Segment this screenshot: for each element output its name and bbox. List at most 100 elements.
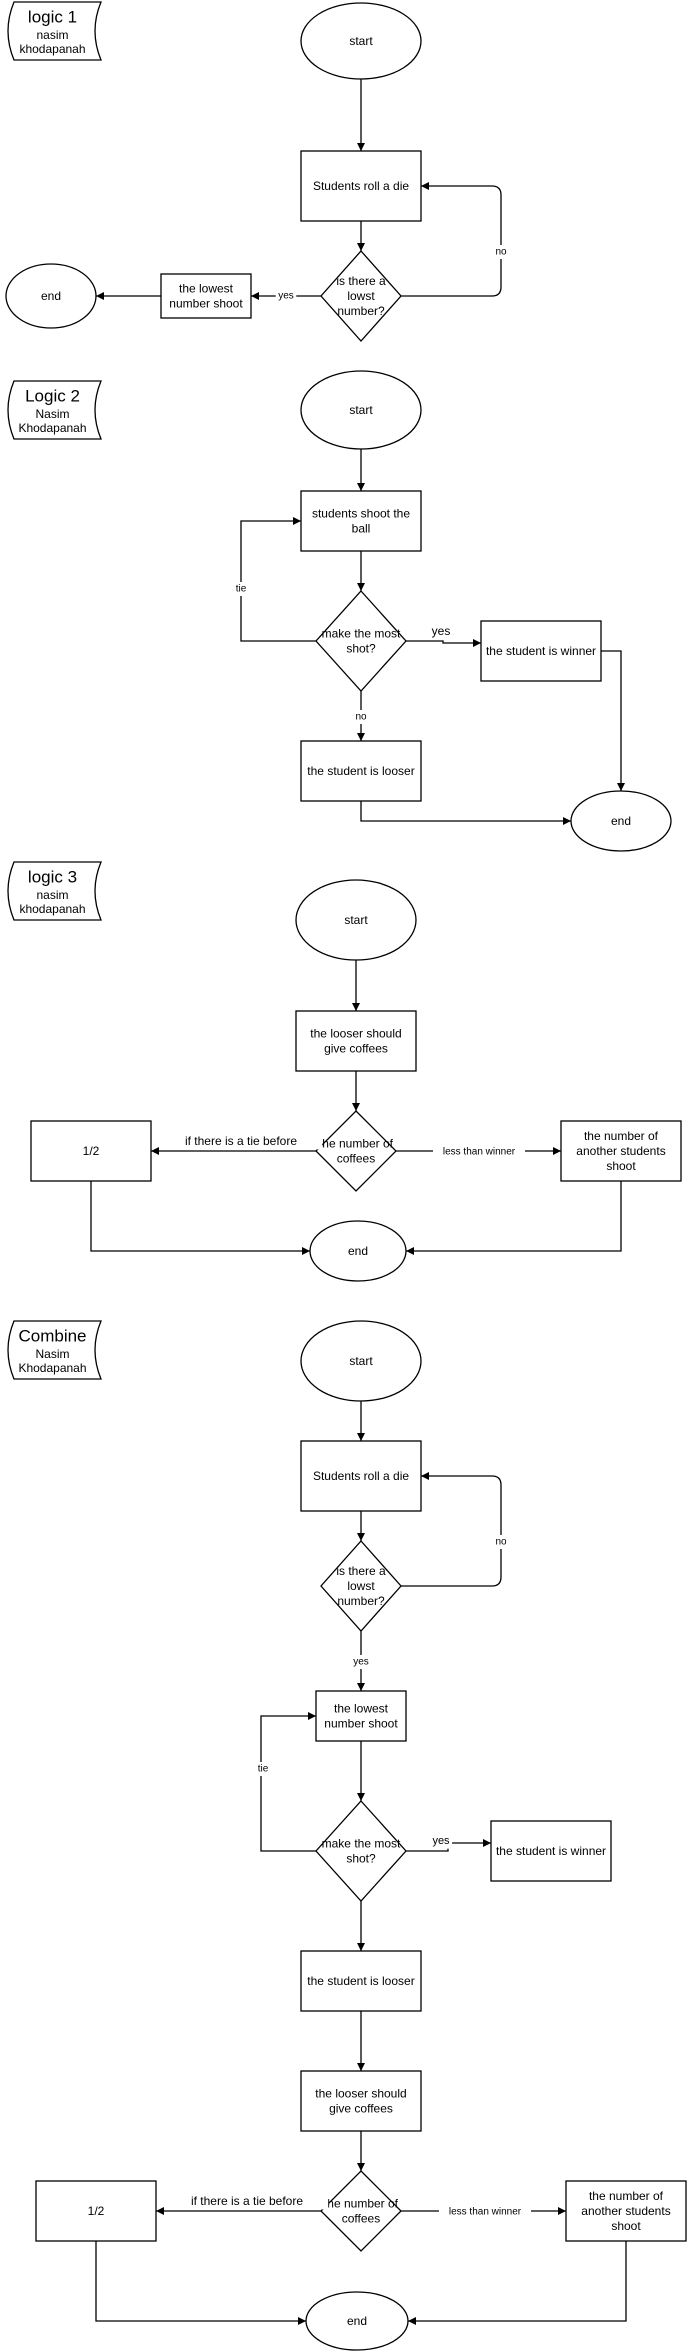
logic3-end: end [309,1220,407,1282]
combine-label-yes-bg [350,1655,372,1669]
logic3-another-label-line: the number of [584,1129,659,1143]
logic3-give-label-line: the looser should [310,1027,401,1041]
logic2-winner-label: the student is winner [486,644,596,658]
logic3-half-box-shape [30,1120,152,1182]
logic1-decision-label-line: lowst [347,289,375,303]
combine-another-box-shape [565,2180,687,2242]
combine-winner-box-shape [490,1820,612,1882]
combine-looser-box-shape [300,1950,422,2012]
combine-edge-half-end [95,2241,306,2325]
logic2-decision-label-line: shot? [346,642,376,656]
combine-tag-title: Combine [18,1327,86,1346]
combine-give-label-line: the looser should [315,2087,406,2101]
logic2-end-label: end [611,814,631,828]
logic1-label-no: no [493,245,509,259]
logic2-label-no: no [353,710,369,724]
logic3-decision-shape [315,1110,397,1192]
logic3-tag-title: logic 3 [28,868,77,887]
combine-looser-box: the student is looser [300,1950,422,2012]
combine-edge-no [401,1472,502,1587]
logic2-decision-label-line: make the most [322,627,401,641]
combine-decision3-label-line: coffees [342,2212,380,2226]
combine-label-no-bg [493,1535,509,1549]
combine-winner-box: the student is winner [490,1820,612,1882]
combine-label-yes-text: yes [353,1657,369,1668]
logic3-label-less: less than winner [433,1145,525,1159]
combine-decision2-label-line: make the most [322,1837,401,1851]
combine-decision1-label-line: is there a [336,1564,386,1578]
combine-end: end [305,2291,409,2351]
combine-looser-label: the student is looser [307,1974,414,1988]
combine-another-label-line: another students [581,2204,670,2218]
combine-label-no-text: no [495,1537,507,1548]
logic1-end: end [5,263,97,329]
logic3-tag-author-first: nasim [36,888,68,902]
combine-label-no: no [493,1535,509,1549]
logic3-half-box: 1/2 [30,1120,152,1182]
combine-start: start [300,1320,422,1402]
logic3-start-label: start [344,913,368,927]
combine-another-label-line: the number of [589,2189,664,2203]
logic2-shoot-label-line: students shoot the [312,507,410,521]
combine-edge-tie [260,1712,316,1852]
logic1-tag-author-first: nasim [36,28,68,42]
logic2-end: end [570,790,672,852]
combine-decision1-label-line: lowst [347,1579,375,1593]
logic1-end-label: end [41,289,61,303]
logic3-another-box-shape [560,1120,682,1182]
combine-lowest-box-shape [315,1690,407,1742]
logic3-label-less-bg [433,1145,525,1159]
combine-label-tie-before-text: if there is a tie before [191,2194,303,2208]
logic2-looser-box-shape [300,740,422,802]
logic2-label-yes-bg [429,622,453,640]
logic3-label-tie-before-bg [159,1132,323,1150]
combine-label-tie: tie [252,1762,274,1776]
logic1-shoot-label-line: number shoot [169,297,243,311]
logic2-label-tie-bg [230,582,252,596]
combine-label-tie-bg [252,1762,274,1776]
logic2-winner-box: the student is winner [480,620,602,682]
logic1-edge-no [401,182,502,297]
logic3-half-label: 1/2 [83,1144,100,1158]
logic3-edge-another-end [406,1181,622,1255]
logic3-another-label-line: another students [576,1144,665,1158]
combine-tag-author-last: Khodapanah [18,1361,86,1375]
logic1-start: start [300,2,422,80]
logic2-edge-winner-end [601,650,625,791]
logic2-winner-box-shape [480,620,602,682]
logic1-start-label: start [349,34,373,48]
combine-decision3-shape [320,2170,402,2252]
logic2-edge-looser-end [360,801,571,825]
logic2-label-no-bg [353,710,369,724]
combine-give-box-shape [300,2070,422,2132]
combine-label-less-text: less than winner [449,2207,522,2218]
logic1-shoot-label-line: the lowest [179,282,234,296]
combine-edge-another-end [408,2241,627,2325]
logic2-tag-author-last: Khodapanah [18,421,86,435]
logic1-label-no-text: no [495,247,507,258]
combine-lowest-label-line: the lowest [334,1702,389,1716]
logic1-decision-label-line: number? [337,304,385,318]
logic3-label-less-text: less than winner [443,1147,516,1158]
combine-decision3-label-line: the number of [324,2197,399,2211]
logic2-looser-label: the student is looser [307,764,414,778]
logic1-tag-title: logic 1 [28,8,77,27]
logic2-shoot-label-line: ball [352,522,371,536]
combine-half-label: 1/2 [88,2204,105,2218]
logic2-edge-tie [240,517,316,642]
logic1-tag-author-last: khodapanah [19,42,85,56]
combine-label-less-bg [439,2205,531,2219]
